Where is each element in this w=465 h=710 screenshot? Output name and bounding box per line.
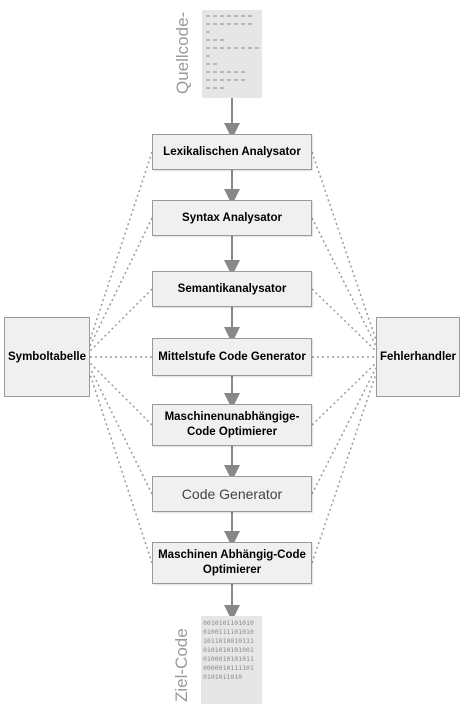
error-handler-link — [311, 367, 377, 495]
symbol-table-link — [89, 151, 153, 341]
error-handler-box: Fehlerhandler — [376, 317, 460, 397]
stage-lexical-analyzer: Lexikalischen Analysator — [152, 134, 312, 170]
target-code-document — [201, 616, 262, 704]
stage-machine-dependent-optimizer: Maschinen Abhängig-Code Optimierer — [152, 542, 312, 584]
error-handler-link — [311, 217, 377, 347]
symbol-table-link — [89, 367, 153, 495]
target-code-label: Ziel-Code — [172, 628, 191, 702]
source-code-label: Quellcode- — [173, 11, 192, 94]
stage-intermediate-code-generator: Mittelstufe Code Generator — [152, 338, 312, 376]
symbol-table-link — [89, 288, 153, 352]
symbol-table-link — [89, 373, 153, 564]
error-handler-link — [311, 288, 377, 352]
error-handler-link — [311, 151, 377, 341]
error-handler-link — [311, 362, 377, 426]
stage-code-generator: Code Generator — [152, 476, 312, 512]
symbol-table-link — [89, 362, 153, 426]
target-code-binary: 0010101101010 0100111101010 101101001011… — [203, 619, 254, 681]
source-code-document — [202, 10, 262, 98]
error-handler-link — [311, 373, 377, 564]
symbol-table-link — [89, 217, 153, 347]
stage-syntax-analyzer: Syntax Analysator — [152, 200, 312, 236]
stage-semantic-analyzer: Semantikanalysator — [152, 271, 312, 307]
stage-machine-independent-optimizer: Maschinenunabhängige- Code Optimierer — [152, 404, 312, 446]
symbol-table-box: Symboltabelle — [4, 317, 90, 397]
source-code-lines — [206, 15, 259, 89]
